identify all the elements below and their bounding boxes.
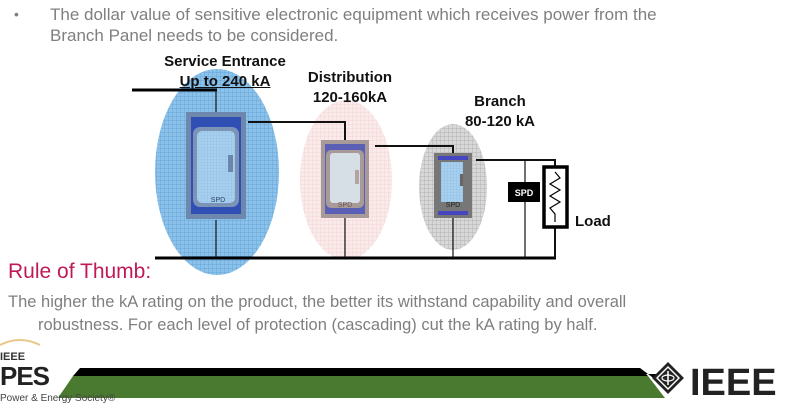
- service-entrance-panel: SPD: [186, 112, 246, 219]
- level-rating: Up to 240 kA: [179, 73, 271, 90]
- pes-swoosh-icon: [0, 339, 41, 346]
- rule-line2: robustness. For each level of protection…: [38, 316, 598, 334]
- service-entrance-label: Service Entrance Up to 240 kA: [150, 52, 300, 92]
- distribution-label: Distribution 120-160kA: [300, 68, 400, 108]
- bullet-text: The dollar value of sensitive electronic…: [50, 4, 770, 46]
- level-name: Service Entrance: [164, 53, 286, 70]
- level-name: Distribution: [307, 69, 393, 86]
- rule-of-thumb-text: The higher the kA rating on the product,…: [8, 291, 798, 337]
- level-rating: 120-160kA: [312, 89, 388, 106]
- level-rating: 80-120 kA: [464, 113, 536, 130]
- panel-spd-label: SPD: [211, 197, 225, 204]
- bullet-text-line1: The dollar value of sensitive electronic…: [50, 5, 657, 24]
- spd-box-label: SPD: [515, 188, 534, 198]
- footer-black-band: [73, 368, 648, 376]
- level-name: Branch: [474, 93, 526, 110]
- resistor-icon: [548, 171, 562, 222]
- load-resistor: [542, 165, 569, 229]
- point-of-use-spd: SPD: [508, 182, 540, 202]
- load-label: Load: [575, 213, 611, 230]
- pes-logo: PES: [0, 361, 50, 391]
- wire: [375, 145, 454, 153]
- bullet-text-line2: Branch Panel needs to be considered.: [50, 26, 339, 45]
- ieee-logo: IEEE: [690, 362, 777, 404]
- pes-society-text: Power & Energy Society®: [0, 393, 116, 404]
- pes-logo-small-text: IEEE: [0, 351, 26, 363]
- rule-of-thumb-title: Rule of Thumb:: [8, 260, 152, 283]
- branch-label: Branch 80-120 kA: [450, 92, 550, 132]
- ieee-diamond-icon: [652, 362, 684, 394]
- panel-spd-label: SPD: [338, 202, 352, 209]
- branch-panel: SPD: [434, 153, 472, 218]
- distribution-panel: SPD: [321, 140, 369, 218]
- footer-green-band: [58, 376, 665, 398]
- rule-line1: The higher the kA rating on the product,…: [8, 293, 627, 311]
- bullet-marker: •: [14, 6, 19, 22]
- wire: [248, 121, 346, 143]
- panel-spd-label: SPD: [446, 202, 460, 209]
